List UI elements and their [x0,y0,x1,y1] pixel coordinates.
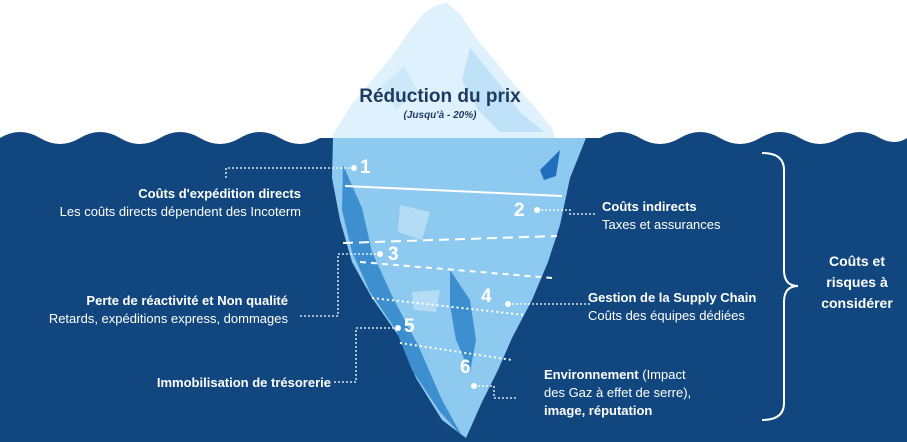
connector-3 [300,253,380,317]
bracket-label-line-3: considérer [821,295,893,311]
iceberg-facet-2 [412,290,440,312]
item-4-label: Gestion de la Supply Chain Coûts des équ… [588,289,756,325]
item-2-label: Coûts indirects Taxes et assurances [602,198,721,234]
page-title: Réduction du prix [359,86,521,107]
connector-5 [334,327,398,383]
marker-2: 2 [514,200,525,221]
layer-line-5 [399,342,513,361]
bracket-label-line-1: Coûts et [829,253,885,269]
iceberg-tip-shade-2 [382,66,418,110]
item-1-label: Coûts d'expédition directs Les coûts dir… [60,185,301,221]
item-3-label: Perte de réactivité et Non qualité Retar… [49,292,288,328]
layer-line-4 [371,297,526,316]
connector-1 [225,167,354,180]
item-3-heading: Perte de réactivité et Non qualité [86,293,288,308]
marker-3: 3 [388,244,399,265]
connector-6 [474,385,516,399]
iceberg-shadow-left [342,165,462,436]
item-2-heading: Coûts indirects [602,199,697,214]
connectors [225,167,595,399]
marker-6: 6 [460,357,471,378]
item-1-heading: Coûts d'expédition directs [138,186,301,201]
item-4-heading: Gestion de la Supply Chain [588,290,757,305]
item-6-detail-a: (Impact [638,367,686,382]
item-2-detail: Taxes et assurances [602,217,721,232]
bracket-label: Coûts et risques à considérer [807,251,907,314]
connector-2 [537,209,595,215]
item-4-detail: Coûts des équipes dédiées [588,308,745,323]
layer-line-1 [344,185,563,197]
item-5-heading: Immobilisation de trésorerie [156,375,331,390]
page-subtitle: (Jusqu'à - 20%) [403,110,477,121]
iceberg-facet [398,205,430,240]
item-5-label: Immobilisation de trésorerie [157,374,331,392]
item-6-label: Environnement (Impact des Gaz à effet de… [544,366,691,420]
marker-1: 1 [360,157,371,178]
marker-4: 4 [481,286,492,307]
iceberg-tip-shade [462,48,544,132]
iceberg-shadow-mid [450,270,476,372]
item-1-detail: Les coûts directs dépendent des Incoterm [59,204,301,219]
bracket [761,152,799,421]
connector-dots [351,165,540,389]
item-6-heading: Environnement [544,367,639,382]
bracket-label-line-2: risques à [826,274,888,290]
item-6-detail-b: des Gaz à effet de serre), [544,385,692,400]
item-3-detail: Retards, expéditions express, dommages [48,311,288,326]
layer-line-2 [342,235,558,244]
iceberg-shadow-right [540,150,560,180]
item-6-detail-c: image, réputation [544,403,653,418]
marker-5: 5 [404,316,415,337]
